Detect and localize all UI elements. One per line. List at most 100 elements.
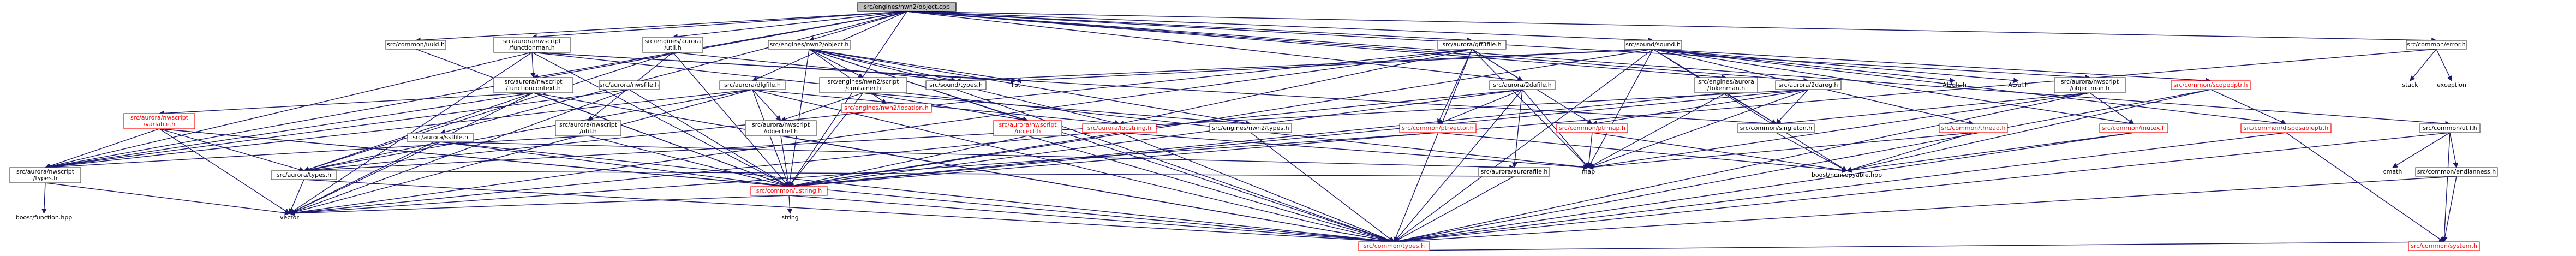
edge-mutex-to-noncopyable (1846, 132, 2134, 173)
graph-node-ctypes[interactable]: src/common/types.h (1358, 241, 1430, 251)
edge-nws_object-to-ctypes (1027, 135, 1395, 243)
graph-node-nwn2types[interactable]: src/engines/nwn2/types.h (1209, 123, 1292, 133)
graph-node-system[interactable]: src/common/system.h (2408, 241, 2480, 251)
graph-node-string[interactable]: string (776, 213, 804, 222)
graph-node-location[interactable]: src/engines/nwn2/location.h (841, 103, 932, 113)
edge-cutil-to-endianness (2449, 132, 2459, 168)
node-box (1775, 80, 1842, 90)
graph-node-ptrvector[interactable]: src/common/ptrvector.h (1399, 123, 1477, 133)
node-box (385, 40, 446, 50)
graph-root-node[interactable]: src/engines/nwn2/object.cpp (857, 2, 957, 12)
node-label: src/common/error.h (2407, 41, 2465, 48)
edge-ptrmap-to-map (1586, 132, 1593, 168)
edge-ssffile-to-ctypes (440, 141, 1395, 244)
graph-node-2dafile[interactable]: src/aurora/2dafile.h (1489, 80, 1556, 90)
graph-node-scopedptr[interactable]: src/common/scopedptr.h (2171, 80, 2251, 90)
graph-node-stack[interactable]: stack (2396, 81, 2424, 90)
edge-2dareg-to-ustring (788, 89, 1809, 189)
edge-nwn2obj-to-soundtypes (809, 49, 957, 82)
node-label: src/common/ptrvector.h (1402, 124, 1474, 132)
node-box (123, 113, 195, 129)
graph-node-nwn2obj[interactable]: src/engines/nwn2/object.h (768, 40, 851, 50)
graph-node-nws-types[interactable]: src/aurora/nwscript/types.h (9, 167, 81, 183)
graph-node-vector[interactable]: vector (274, 213, 304, 222)
graph-node-ptrmap[interactable]: src/common/ptrmap.h (1556, 123, 1628, 133)
graph-node-list[interactable]: list (1005, 81, 1027, 90)
node-box (819, 77, 907, 93)
graph-node-ssffile[interactable]: src/aurora/ssffile.h (407, 133, 474, 142)
graph-node-ustring[interactable]: src/common/ustring.h (750, 186, 828, 196)
graph-node-nws-object[interactable]: src/aurora/nwscript/object.h (993, 120, 1062, 136)
node-label: stack (2402, 81, 2418, 88)
edge-fncman-to-singleton (531, 52, 1777, 127)
edge-nwn2obj-to-container (809, 49, 864, 78)
edge-sound-to-mutex (1653, 49, 2135, 126)
graph-node-fncman[interactable]: src/aurora/nwscript/functionman.h (493, 37, 571, 53)
node-box (2240, 123, 2332, 133)
graph-node-disposable[interactable]: src/common/disposableptr.h (2240, 123, 2332, 133)
edge-ssffile-to-aurtypes (303, 141, 441, 172)
graph-node-dlgfile[interactable]: src/aurora/dlgfile.h (719, 80, 786, 90)
node-box (768, 40, 851, 50)
node-box (1624, 40, 1682, 50)
node-label: AL/alc.h (1943, 81, 1967, 88)
graph-node-alch[interactable]: AL/alc.h (1935, 81, 1974, 90)
graph-node-map[interactable]: map (1577, 168, 1599, 176)
graph-node-cmath[interactable]: cmath (2379, 168, 2406, 176)
graph-node-nws-util[interactable]: src/aurora/nwscript/util.h (555, 120, 621, 136)
graph-node-alh[interactable]: AL/al.h (2002, 81, 2035, 90)
node-label: src/engines/nwn2/types.h (1212, 124, 1289, 132)
graph-node-variable[interactable]: src/aurora/nwscript/variable.h (123, 113, 195, 129)
graph-node-boostfn[interactable]: boost/function.hpp (10, 213, 78, 222)
graph-node-exception[interactable]: exception (2432, 81, 2471, 90)
edges-layer (41, 11, 2459, 251)
edge-2dafile-to-ustring (788, 89, 1523, 189)
graph-node-2dareg[interactable]: src/aurora/2dareg.h (1775, 80, 1842, 90)
edge-root-to-gff3file (906, 11, 1473, 43)
graph-node-endianness[interactable]: src/common/endianness.h (2415, 167, 2498, 177)
edge-nwsfile-to-vector (289, 89, 630, 215)
graph-node-objectref[interactable]: src/aurora/nwscript/objectref.h (745, 120, 817, 136)
node-box (407, 133, 474, 142)
graph-node-noncopyable[interactable]: boost/noncopyable.hpp (1807, 171, 1886, 180)
node-box (745, 120, 817, 136)
edge-fnccontext-to-ustring (533, 92, 790, 188)
edge-scopedptr-to-noncopyable (1846, 89, 2211, 172)
graph-node-mutex[interactable]: src/common/mutex.h (2099, 123, 2168, 133)
node-label: src/aurora/types.h (277, 171, 331, 178)
graph-node-aurtypes[interactable]: src/aurora/types.h (271, 170, 337, 180)
graph-node-soundtypes[interactable]: src/sound/types.h (925, 80, 987, 90)
graph-node-gff3file[interactable]: src/aurora/gff3file.h (1437, 40, 1507, 50)
graph-node-thread[interactable]: src/common/thread.h (1939, 123, 2008, 133)
edge-sound-to-list (1015, 49, 1653, 84)
graph-node-sound[interactable]: src/sound/sound.h (1624, 40, 1682, 50)
graph-node-ea-util[interactable]: src/engines/aurora/util.h (642, 37, 703, 53)
graph-node-nwsfile[interactable]: src/aurora/nwsfile.h (599, 80, 660, 90)
node-box (2408, 241, 2480, 251)
graph-node-fnccontext[interactable]: src/aurora/nwscript/functioncontext.h (493, 77, 573, 93)
graph-node-objectman[interactable]: src/aurora/nwscript/objectman.h (2054, 77, 2126, 93)
edge-gff3file-to-locstring (1119, 49, 1472, 126)
node-box (1556, 123, 1628, 133)
edge-root-to-nwn2obj (809, 11, 907, 42)
edge-sound-to-soundtypes (955, 49, 1653, 84)
graph-node-cutil[interactable]: src/common/util.h (2419, 123, 2481, 133)
node-label: src/aurora/nwscript (504, 78, 563, 85)
node-box (1489, 80, 1556, 90)
edge-nws_util-to-ustring (588, 135, 790, 188)
graph-node-aurorafile[interactable]: src/aurora/aurorafile.h (1478, 167, 1550, 177)
graph-node-error[interactable]: src/common/error.h (2406, 40, 2467, 50)
node-label: src/common/types.h (1364, 242, 1425, 249)
node-label: src/aurora/nwscript (130, 114, 189, 121)
graph-node-locstring[interactable]: src/aurora/locstring.h (1082, 123, 1157, 133)
graph-node-singleton[interactable]: src/common/singleton.h (1737, 123, 1815, 133)
graph-node-container[interactable]: src/engines/nwn2/script/container.h (819, 77, 907, 93)
graph-node-uuid[interactable]: src/common/uuid.h (385, 40, 446, 50)
edge-nws_object-to-ustring (788, 135, 1028, 188)
edge-tokenman-to-singleton (1726, 92, 1777, 124)
node-label: src/aurora/nwsfile.h (600, 81, 659, 88)
graph-node-tokenman[interactable]: src/engines/aurora/tokenman.h (1694, 77, 1758, 93)
node-label: src/engines/aurora (1698, 78, 1754, 85)
edge-singleton-to-noncopyable (1776, 132, 1848, 171)
node-label: vector (280, 214, 299, 221)
